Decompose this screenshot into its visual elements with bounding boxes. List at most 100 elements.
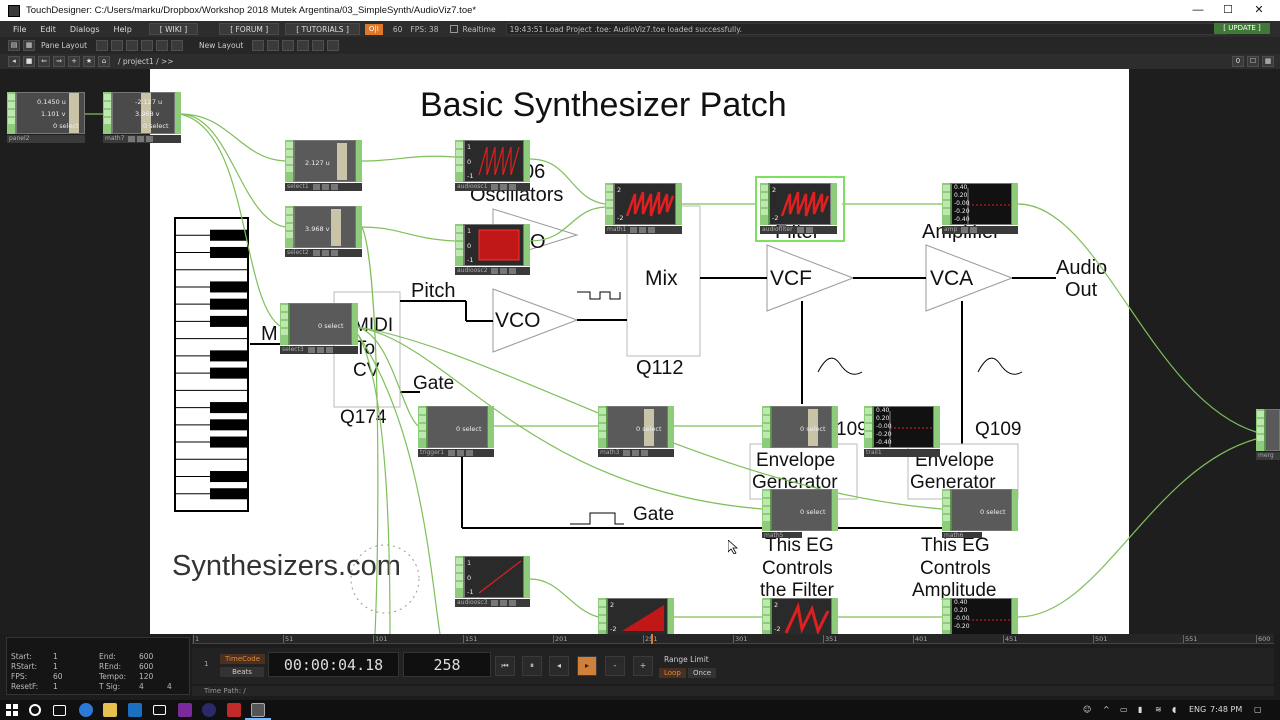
network-icon[interactable]: ▭: [1120, 705, 1128, 714]
pane-menu-icon[interactable]: ◂: [8, 56, 20, 67]
minimize-button[interactable]: —: [1192, 4, 1204, 16]
once-toggle[interactable]: Once: [688, 668, 717, 678]
timecode-display[interactable]: 00:00:04.18: [268, 652, 399, 677]
edge-icon[interactable]: [79, 703, 93, 717]
touchdesigner-taskbar-icon[interactable]: [251, 703, 265, 717]
layout-3-icon[interactable]: [126, 40, 139, 51]
layout-2-icon[interactable]: [111, 40, 124, 51]
frame-display[interactable]: 258: [403, 652, 491, 677]
step-minus-button[interactable]: -: [605, 656, 625, 676]
wiki-button[interactable]: [ WIKI ]: [148, 23, 199, 35]
loop-toggle[interactable]: Loop: [659, 668, 686, 678]
node-select3[interactable]: 0 select select3: [280, 303, 358, 355]
menu-help[interactable]: Help: [113, 24, 132, 34]
search-icon[interactable]: [29, 704, 41, 716]
node-select1[interactable]: 2.127 u select1: [285, 140, 362, 192]
zero-button[interactable]: 0: [1232, 56, 1244, 67]
node-math9[interactable]: 2 -2: [762, 598, 838, 634]
pause-button[interactable]: ⏸: [522, 656, 542, 676]
time-path[interactable]: Time Path: /: [192, 686, 1274, 696]
node-math6[interactable]: 0 select math6: [942, 489, 1018, 538]
layout-5-icon[interactable]: [156, 40, 169, 51]
node-audioosc2[interactable]: 1 0 -1 audioosc2: [455, 224, 530, 276]
new-layout-5-icon[interactable]: [312, 40, 325, 51]
pane-split-icon[interactable]: ▤: [8, 40, 20, 51]
volume-icon[interactable]: ◖: [1172, 705, 1177, 714]
end-value[interactable]: 600: [139, 652, 154, 661]
plus-icon[interactable]: +: [68, 56, 80, 67]
menu-file[interactable]: File: [13, 24, 27, 34]
tsig-numerator[interactable]: 4: [139, 682, 144, 691]
play-button[interactable]: ▸: [577, 656, 597, 676]
layout-4-icon[interactable]: [141, 40, 154, 51]
tray-chevron-icon[interactable]: ^: [1103, 705, 1110, 714]
new-layout-3-icon[interactable]: [282, 40, 295, 51]
node-mix-math[interactable]: 2 -2 math1: [605, 183, 682, 235]
battery-icon[interactable]: ▮: [1138, 705, 1143, 714]
node-merge[interactable]: merg: [1256, 409, 1280, 461]
back-icon[interactable]: ⇐: [38, 56, 50, 67]
node-audioosc1[interactable]: 1 0 -1 audioosc1: [455, 140, 530, 192]
task-view-icon[interactable]: [53, 705, 66, 716]
file-explorer-icon[interactable]: [103, 703, 117, 717]
tsig-denominator[interactable]: 4: [167, 682, 172, 691]
node-trail1[interactable]: 0.40 0.20 -0.00 -0.20 -0.40 trail1: [864, 406, 940, 458]
fps-value[interactable]: 60: [53, 672, 63, 681]
resetf-value[interactable]: 1: [53, 682, 58, 691]
timecode-toggle[interactable]: TimeCode: [220, 654, 266, 664]
network-editor[interactable]: Basic Synthesizer Patch 06 Oscillators O…: [0, 69, 1280, 634]
mail-icon[interactable]: [153, 705, 166, 715]
beats-toggle[interactable]: Beats: [220, 667, 264, 677]
network-path[interactable]: / project1 / >>: [118, 57, 174, 66]
new-layout-1-icon[interactable]: [252, 40, 265, 51]
maximize-button[interactable]: ☐: [1223, 4, 1233, 16]
new-layout-6-icon[interactable]: [327, 40, 340, 51]
onenote-icon[interactable]: [178, 703, 192, 717]
menu-dialogs[interactable]: Dialogs: [69, 24, 100, 34]
node-math7[interactable]: -2.127 u 3.968 v 0 select math7: [103, 92, 181, 144]
rend-value[interactable]: 600: [139, 662, 154, 671]
rstart-value[interactable]: 1: [53, 662, 58, 671]
home-icon[interactable]: ⌂: [98, 56, 110, 67]
notifications-icon[interactable]: ▢: [1254, 705, 1262, 714]
new-layout-2-icon[interactable]: [267, 40, 280, 51]
tutorials-button[interactable]: [ TUTORIALS ]: [285, 23, 360, 35]
bookmark-star-icon[interactable]: ★: [83, 56, 95, 67]
timeline-ruler[interactable]: 1 51 101 151 201 251 301 351 401 451 501…: [192, 634, 1274, 644]
node-trail2[interactable]: 0.40 0.20 -0.00 -0.20: [942, 598, 1018, 634]
media-player-icon[interactable]: [202, 703, 216, 717]
node-audiofilter[interactable]: 2 -2 audiofilter: [755, 176, 845, 242]
pane-grid-icon-right[interactable]: ▦: [1262, 56, 1274, 67]
node-math5[interactable]: 0 select math5: [762, 489, 838, 538]
wifi-icon[interactable]: ≋: [1155, 705, 1162, 714]
pane-grid-icon[interactable]: ▦: [23, 40, 35, 51]
vivaldi-icon[interactable]: [227, 703, 241, 717]
new-layout-4-icon[interactable]: [297, 40, 310, 51]
node-amp[interactable]: 0.40 0.20 -0.00 -0.20 -0.40 amp: [942, 183, 1018, 235]
start-value[interactable]: 1: [53, 652, 58, 661]
node-trigger1[interactable]: 0 select trigger1: [418, 406, 494, 458]
forum-button[interactable]: [ FORUM ]: [219, 23, 280, 35]
node-math8[interactable]: 2 -2: [598, 598, 674, 634]
node-panel2[interactable]: 0.1450 u 1.101 v 0 select panel2: [7, 92, 85, 144]
playhead[interactable]: [651, 634, 653, 644]
step-back-button[interactable]: ◂: [549, 656, 569, 676]
tempo-value[interactable]: 120: [139, 672, 154, 681]
node-env1[interactable]: 0 select: [762, 406, 838, 448]
step-plus-button[interactable]: +: [633, 656, 653, 676]
node-select2[interactable]: 3.968 v select2: [285, 206, 362, 258]
node-audioosc3[interactable]: 1 0 -1 audioosc3: [455, 556, 530, 608]
go-to-start-button[interactable]: ⏮: [495, 656, 515, 676]
layout-6-icon[interactable]: [171, 40, 184, 51]
realtime-checkbox[interactable]: [450, 25, 459, 33]
update-button[interactable]: [ UPDATE ]: [1214, 23, 1270, 34]
people-icon[interactable]: ☺: [1083, 705, 1092, 714]
language-indicator[interactable]: ENG: [1189, 705, 1207, 714]
forward-icon[interactable]: ⇒: [53, 56, 65, 67]
new-layout-label[interactable]: New Layout: [199, 41, 244, 50]
store-icon[interactable]: [128, 703, 142, 717]
close-button[interactable]: ✕: [1254, 4, 1264, 16]
menu-edit[interactable]: Edit: [40, 24, 56, 34]
layout-1-icon[interactable]: [96, 40, 109, 51]
windows-start-icon[interactable]: [5, 703, 19, 717]
